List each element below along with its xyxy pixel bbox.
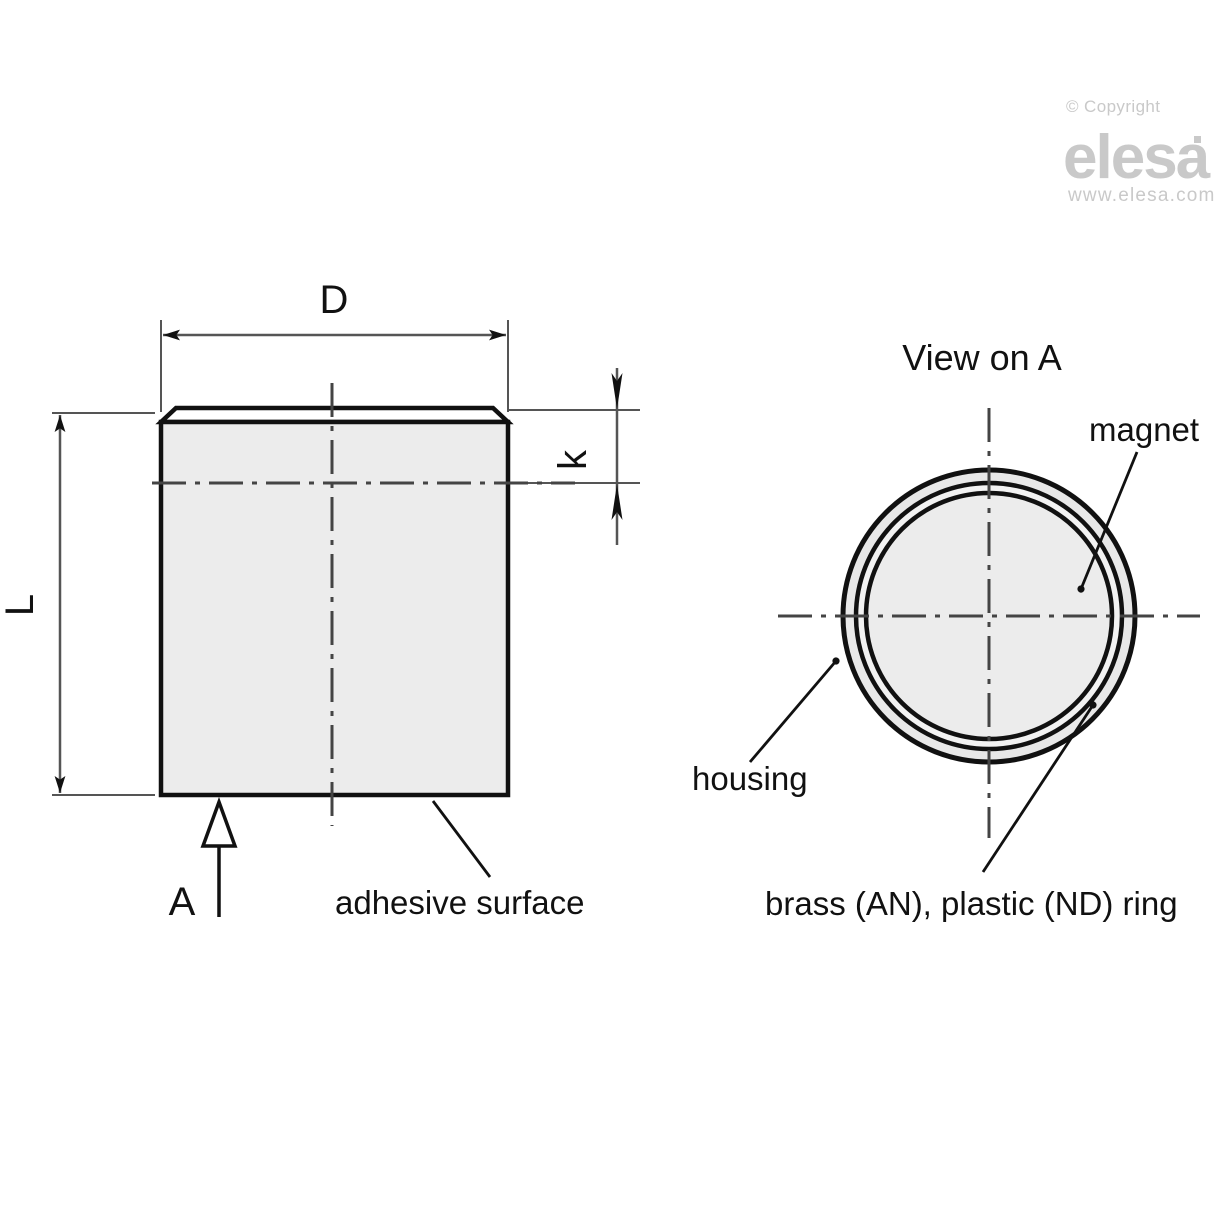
housing-leader [748,657,840,763]
magnet-label: magnet [1089,411,1199,448]
dimension-k-label: k [551,449,595,470]
adhesive-surface-label: adhesive surface [335,884,584,921]
view-direction-indicator-A: A [169,796,238,924]
section-view-title: View on A [902,337,1061,378]
callout-ring: brass (AN), plastic (ND) ring [765,701,1178,922]
callout-housing: housing [692,657,840,797]
callout-adhesive-surface: adhesive surface [335,800,584,921]
dimension-D: D [163,278,506,341]
copyright-text: © Copyright [1066,97,1160,116]
view-arrow-label-A: A [169,880,196,924]
front-view-extension-lines [52,320,640,796]
view-arrow-head [200,796,238,848]
magnet-leader [1077,451,1139,593]
housing-label: housing [692,760,808,797]
dimension-D-label: D [320,278,349,322]
elesa-logo-text: elesa [1063,123,1211,192]
callout-magnet: magnet [1077,411,1199,593]
dimension-k: k [551,368,623,545]
logo-dot [1194,136,1201,143]
ring-leader [981,701,1097,873]
dimension-k-arrow-bottom [611,484,623,520]
dimension-k-arrow-top [611,373,623,409]
dimension-L-label: L [0,594,42,616]
elesa-watermark: © Copyright elesa www.elesa.com [1063,97,1214,206]
ring-label: brass (AN), plastic (ND) ring [765,885,1178,922]
section-view-group: View on A magnet housing [692,337,1200,922]
front-view-group: D L k [0,278,640,924]
adhesive-surface-leader [431,800,492,878]
cylinder-body [158,419,511,798]
dimension-L: L [0,415,66,793]
website-url-text: www.elesa.com [1067,185,1214,206]
